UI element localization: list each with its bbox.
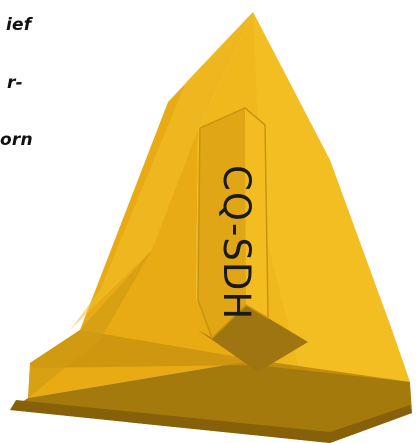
- logo-label: CQ-SDH: [215, 165, 258, 320]
